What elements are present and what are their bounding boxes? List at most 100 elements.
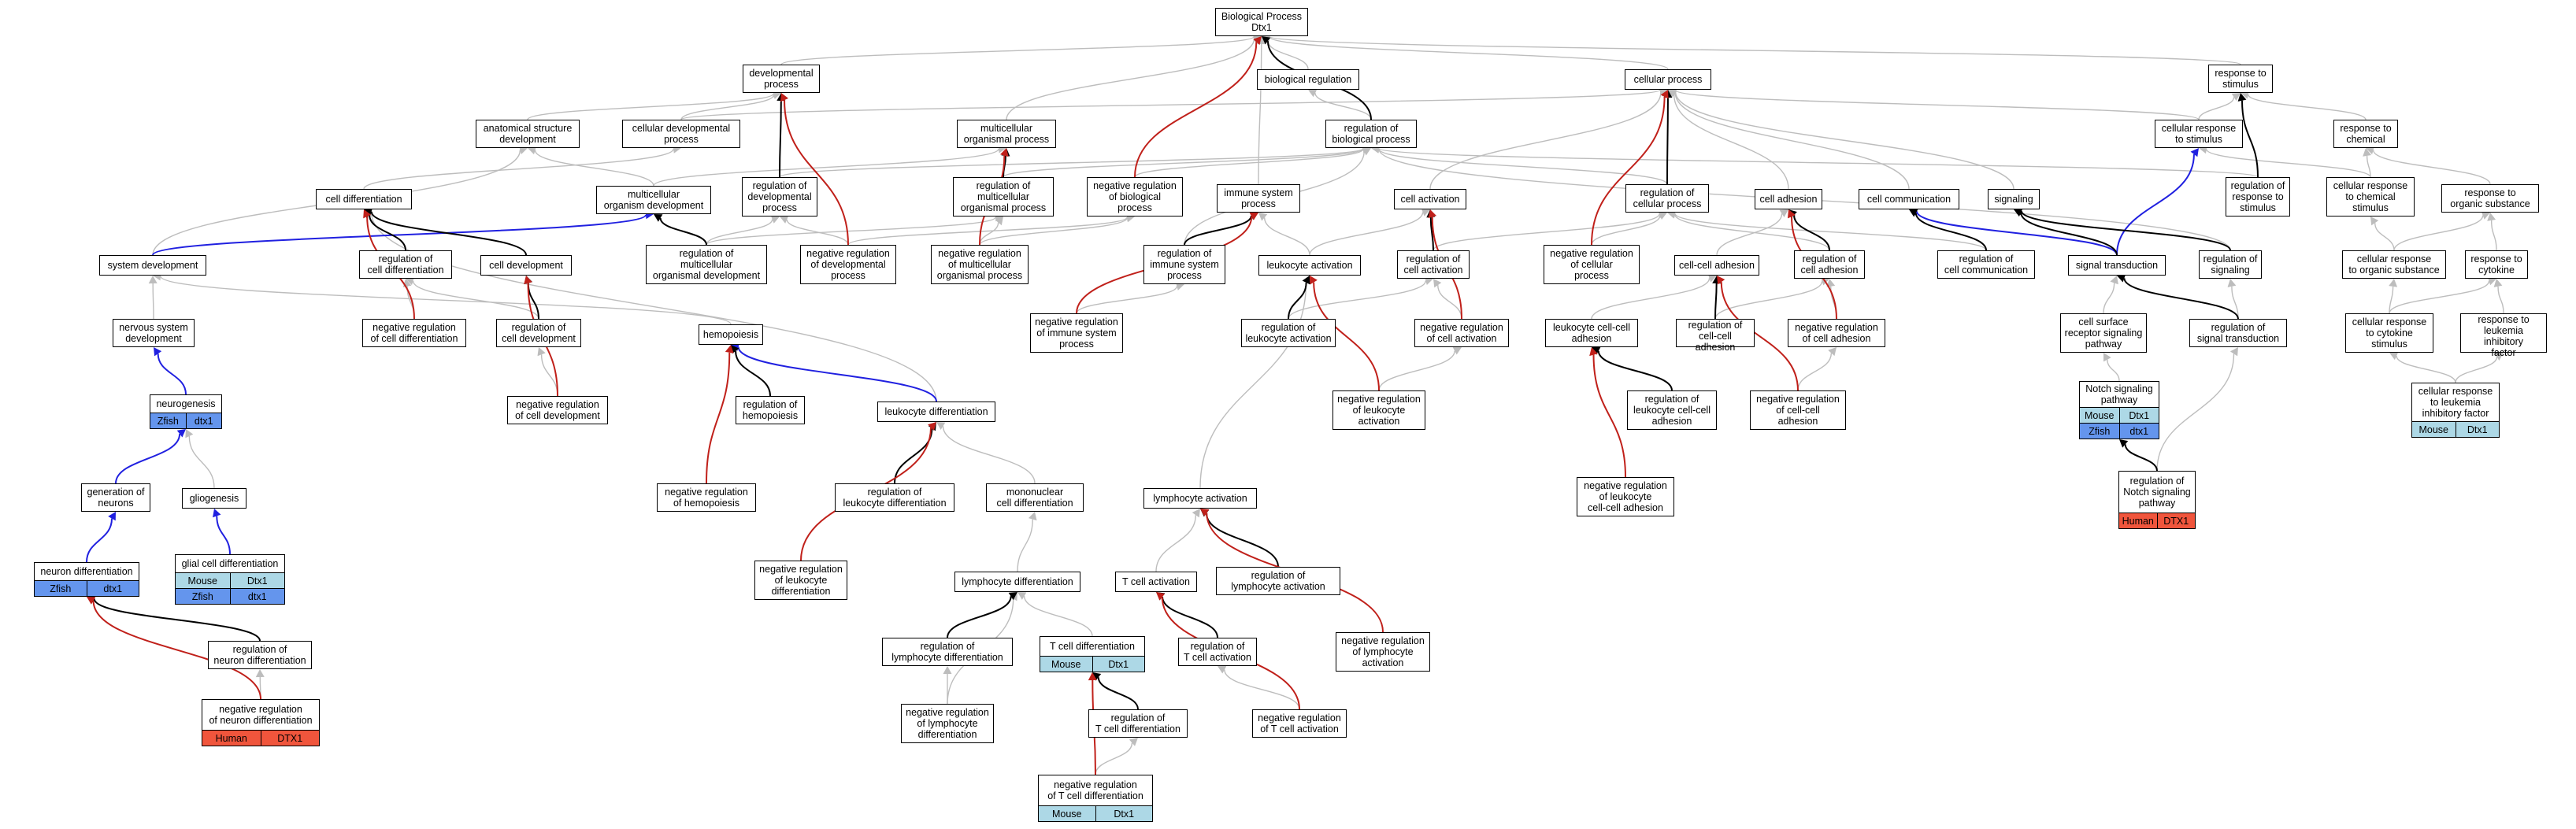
go-term-cellular-developmental-process[interactable]: cellular developmental process xyxy=(622,120,740,148)
go-term-leukocyte-differentiation[interactable]: leukocyte differentiation xyxy=(877,402,995,422)
go-term-regulation-of-signaling[interactable]: regulation of signaling xyxy=(2199,250,2262,279)
go-term-negative-regulation-of-multicellular-organismal-process[interactable]: negative regulation of multicellular org… xyxy=(931,245,1029,284)
go-term-regulation-of-lymphocyte-activation[interactable]: regulation of lymphocyte activation xyxy=(1216,567,1340,595)
go-term-negative-regulation-of-immune-system-process[interactable]: negative regulation of immune system pro… xyxy=(1030,313,1123,353)
go-term-negative-regulation-of-cell-cell-adhesion[interactable]: negative regulation of cell-cell adhesio… xyxy=(1750,390,1846,430)
go-term-regulation-of-leukocyte-activation[interactable]: regulation of leukocyte activation xyxy=(1241,319,1336,347)
go-term-immune-system-process[interactable]: immune system process xyxy=(1217,184,1300,213)
go-term-regulation-of-neuron-differentiation[interactable]: regulation of neuron differentiation xyxy=(208,641,312,669)
go-term-regulation-of-cell-communication[interactable]: regulation of cell communication xyxy=(1937,250,2035,279)
go-term-lymphocyte-differentiation[interactable]: lymphocyte differentiation xyxy=(954,572,1080,592)
species-tag: Mouse xyxy=(1040,657,1092,672)
go-term-regulation-of-signal-transduction[interactable]: regulation of signal transduction xyxy=(2189,319,2287,347)
go-term-negative-regulation-of-hemopoiesis[interactable]: negative regulation of hemopoiesis xyxy=(657,483,756,512)
go-term-lymphocyte-activation[interactable]: lymphocyte activation xyxy=(1143,488,1257,509)
go-term-hemopoiesis[interactable]: hemopoiesis xyxy=(699,324,763,345)
go-term-cell-cell-adhesion[interactable]: cell-cell adhesion xyxy=(1674,255,1759,276)
go-term-response-to-leukemia-inhibitory-factor[interactable]: response to leukemia inhibitory factor xyxy=(2460,313,2547,358)
go-term-regulation-of-cell-cell-adhesion[interactable]: regulation of cell-cell adhesion xyxy=(1676,319,1755,353)
go-term-regulation-of-cell-adhesion[interactable]: regulation of cell adhesion xyxy=(1794,250,1865,279)
go-term-negative-regulation-of-t-cell-differentiation[interactable]: negative regulation of T cell differenti… xyxy=(1038,775,1153,822)
go-term-regulation-of-hemopoiesis[interactable]: regulation of hemopoiesis xyxy=(736,396,805,424)
go-term-developmental-process[interactable]: developmental process xyxy=(743,65,820,93)
go-term-regulation-of-developmental-process[interactable]: regulation of developmental process xyxy=(742,177,817,217)
edge-arrowhead xyxy=(1668,87,1677,97)
edge-arrowhead xyxy=(1156,592,1166,601)
go-term-regulation-of-t-cell-activation[interactable]: regulation of T cell activation xyxy=(1178,638,1257,666)
edge-arrowhead xyxy=(1589,347,1598,357)
go-term-regulation-of-multicellular-organismal-development[interactable]: regulation of multicellular organismal d… xyxy=(646,245,767,284)
edge-is-a xyxy=(847,217,1128,246)
go-term-biological-regulation[interactable]: biological regulation xyxy=(1257,69,1359,90)
go-term-regulation-of-biological-process[interactable]: regulation of biological process xyxy=(1325,120,1417,148)
go-term-cellular-response-to-stimulus[interactable]: cellular response to stimulus xyxy=(2155,120,2243,148)
go-term-system-development[interactable]: system development xyxy=(99,255,206,276)
go-term-cellular-response-to-organic-substance[interactable]: cellular response to organic substance xyxy=(2342,250,2446,279)
go-term-leukocyte-cell-cell-adhesion[interactable]: leukocyte cell-cell adhesion xyxy=(1545,319,1638,347)
go-term-regulation-of-cellular-process[interactable]: regulation of cellular process xyxy=(1625,184,1709,213)
go-term-cellular-response-to-chemical-stimulus[interactable]: cellular response to chemical stimulus xyxy=(2326,177,2415,217)
go-term-leukocyte-activation[interactable]: leukocyte activation xyxy=(1258,255,1361,276)
go-term-signaling[interactable]: signaling xyxy=(1988,189,2040,209)
go-term-negative-regulation-of-t-cell-activation[interactable]: negative regulation of T cell activation xyxy=(1252,709,1347,738)
go-term-negative-regulation-of-cell-activation[interactable]: negative regulation of cell activation xyxy=(1414,319,1509,347)
go-term-regulation-of-multicellular-organismal-process[interactable]: regulation of multicellular organismal p… xyxy=(953,177,1054,217)
go-term-negative-regulation-of-leukocyte-differentiation[interactable]: negative regulation of leukocyte differe… xyxy=(754,561,847,600)
go-term-regulation-of-immune-system-process[interactable]: regulation of immune system process xyxy=(1143,245,1225,284)
go-term-cell-surface-receptor-signaling-pathway[interactable]: cell surface receptor signaling pathway xyxy=(2060,313,2147,353)
go-term-signal-transduction[interactable]: signal transduction xyxy=(2068,255,2166,276)
go-term-mononuclear-cell-differentiation[interactable]: mononuclear cell differentiation xyxy=(986,483,1084,512)
go-term-response-to-cytokine[interactable]: response to cytokine xyxy=(2465,250,2528,279)
go-term-negative-regulation-of-cell-development[interactable]: negative regulation of cell development xyxy=(507,396,608,424)
go-term-bp[interactable]: Biological Process Dtx1 xyxy=(1215,8,1308,36)
go-term-regulation-of-response-to-stimulus[interactable]: regulation of response to stimulus xyxy=(2226,177,2290,217)
go-term-regulation-of-cell-differentiation[interactable]: regulation of cell differentiation xyxy=(359,250,452,279)
go-term-response-to-chemical[interactable]: response to chemical xyxy=(2333,120,2398,148)
go-term-cell-differentiation[interactable]: cell differentiation xyxy=(316,189,412,209)
go-term-regulation-of-leukocyte-differentiation[interactable]: regulation of leukocyte differentiation xyxy=(835,483,954,512)
go-term-regulation-of-t-cell-differentiation[interactable]: regulation of T cell differentiation xyxy=(1088,709,1188,738)
go-term-negative-regulation-of-lymphocyte-differentiation[interactable]: negative regulation of lymphocyte differ… xyxy=(901,704,994,743)
go-term-regulation-of-cell-activation[interactable]: regulation of cell activation xyxy=(1397,250,1470,279)
go-term-anatomical-structure-development[interactable]: anatomical structure development xyxy=(476,120,580,148)
go-term-cellular-response-to-cytokine-stimulus[interactable]: cellular response to cytokine stimulus xyxy=(2345,313,2433,353)
go-term-negative-regulation-of-leukocyte-cell-cell-adhesion[interactable]: negative regulation of leukocyte cell-ce… xyxy=(1577,477,1674,516)
go-term-generation-of-neurons[interactable]: generation of neurons xyxy=(81,483,150,512)
go-term-regulation-of-lymphocyte-differentiation[interactable]: regulation of lymphocyte differentiation xyxy=(882,638,1013,666)
edge-arrowhead xyxy=(2494,353,2504,361)
go-term-regulation-of-cell-development[interactable]: regulation of cell development xyxy=(496,319,581,347)
go-term-regulation-of-leukocyte-cell-cell-adhesion[interactable]: regulation of leukocyte cell-cell adhesi… xyxy=(1627,390,1717,430)
go-term-negative-regulation-of-cellular-process[interactable]: negative regulation of cellular process xyxy=(1544,245,1640,284)
go-term-multicellular-organismal-process[interactable]: multicellular organismal process xyxy=(957,120,1056,148)
go-term-t-cell-activation[interactable]: T cell activation xyxy=(1115,572,1197,592)
go-term-multicellular-organism-development[interactable]: multicellular organism development xyxy=(596,186,711,214)
go-term-cell-communication[interactable]: cell communication xyxy=(1859,189,1959,209)
go-term-cell-adhesion[interactable]: cell adhesion xyxy=(1755,189,1822,209)
gene-symbol: dtx1 xyxy=(229,589,284,604)
go-term-response-to-stimulus[interactable]: response to stimulus xyxy=(2208,65,2273,93)
go-term-nervous-system-development[interactable]: nervous system development xyxy=(113,319,195,347)
go-term-negative-regulation-of-developmental-process[interactable]: negative regulation of developmental pro… xyxy=(800,245,896,284)
go-term-negative-regulation-of-leukocyte-activation[interactable]: negative regulation of leukocyte activat… xyxy=(1332,390,1425,430)
go-term-negative-regulation-of-lymphocyte-activation[interactable]: negative regulation of lymphocyte activa… xyxy=(1336,632,1430,672)
go-term-cellular-process[interactable]: cellular process xyxy=(1625,69,1711,90)
go-term-negative-regulation-of-cell-differentiation[interactable]: negative regulation of cell differentiat… xyxy=(362,319,466,347)
go-term-response-to-organic-substance[interactable]: response to organic substance xyxy=(2441,184,2539,213)
edge-arrowhead xyxy=(537,347,546,357)
go-term-gliogenesis[interactable]: gliogenesis xyxy=(182,488,246,509)
edge-arrowhead xyxy=(1017,592,1027,600)
go-term-cell-activation[interactable]: cell activation xyxy=(1394,189,1466,209)
edge-part-of xyxy=(2020,210,2231,251)
go-term-negative-regulation-of-cell-adhesion[interactable]: negative regulation of cell adhesion xyxy=(1788,319,1885,347)
go-term-cellular-response-to-leukemia-inhibitory-factor[interactable]: cellular response to leukemia inhibitory… xyxy=(2411,383,2500,438)
edge-arrowhead xyxy=(176,429,186,438)
go-term-negative-regulation-of-biological-process[interactable]: negative regulation of biological proces… xyxy=(1087,177,1183,217)
go-term-cell-development[interactable]: cell development xyxy=(480,255,572,276)
go-term-negative-regulation-of-neuron-differentiation[interactable]: negative regulation of neuron differenti… xyxy=(202,699,320,746)
